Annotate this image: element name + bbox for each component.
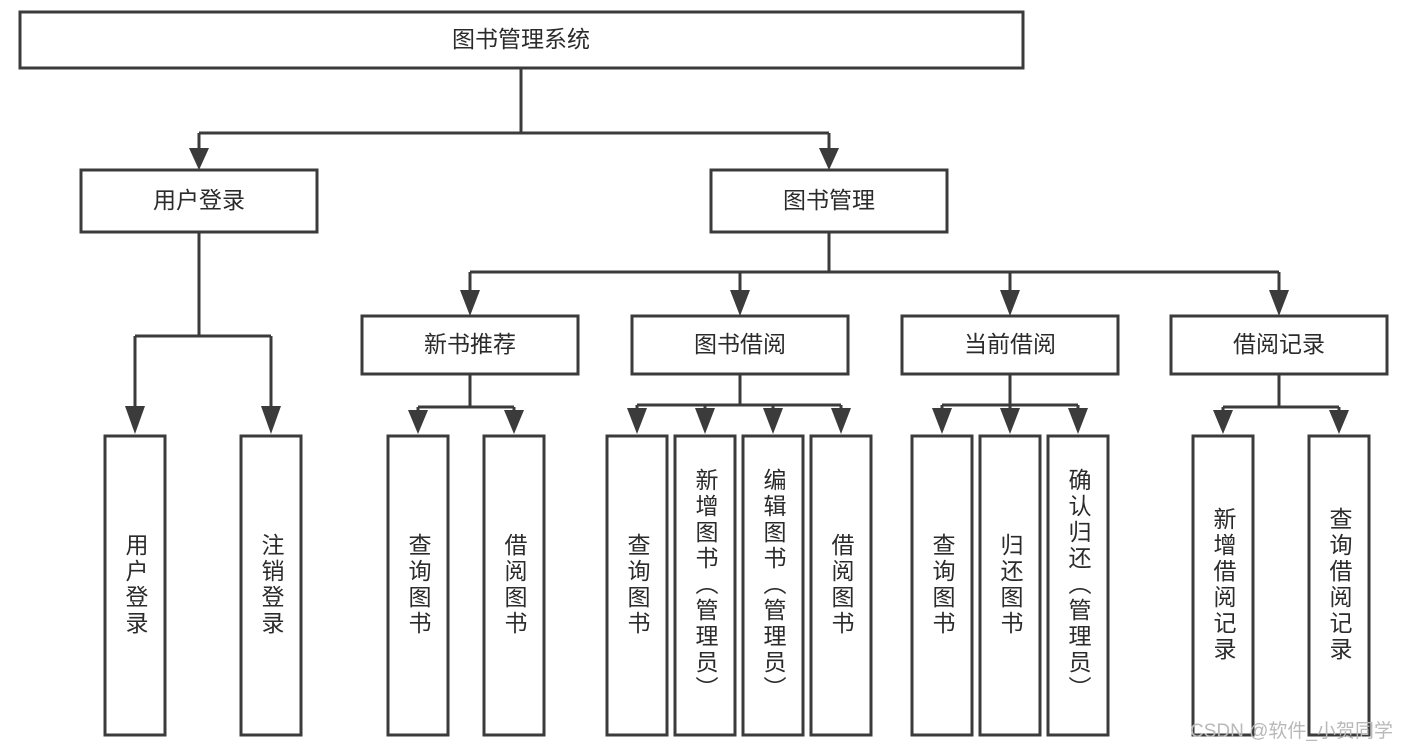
leaf-book-borrow-4-label: 借阅图书: [828, 533, 855, 637]
arrow-newbook-leaf-2: [504, 410, 524, 434]
leaf-book-borrow-2-box[interactable]: [673, 434, 737, 737]
leaf-book-borrow-3[interactable]: 编辑图书（管理员）: [741, 434, 805, 737]
leaf-borrow-record-2-label: 查询借阅记录: [1326, 507, 1353, 663]
leaf-current-borrow-3[interactable]: 确认归还（管理员）: [1046, 434, 1110, 737]
leaf-book-borrow-4[interactable]: 借阅图书: [809, 434, 873, 737]
arrow-borrowrecord-leaf-2: [1329, 410, 1349, 434]
leaf-borrow-record-1-box[interactable]: [1191, 434, 1255, 737]
leaf-current-borrow-2-label: 归还图书: [997, 533, 1024, 637]
node-user-login-box[interactable]: [79, 168, 319, 234]
node-user-login-label: 用户登录: [153, 187, 245, 213]
leaf-book-borrow-1-label: 查询图书: [624, 533, 651, 637]
node-book-borrow-label: 图书借阅: [694, 331, 786, 357]
leaf-book-borrow-2-label: 新增图书（管理员）: [692, 468, 719, 702]
leaf-current-borrow-1-label: 查询图书: [929, 533, 956, 637]
leaf-book-borrow-2[interactable]: 新增图书（管理员）: [673, 434, 737, 737]
node-new-book-recommend-box[interactable]: [360, 314, 580, 376]
arrow-bookborrow-leaf-2: [695, 408, 715, 434]
leaf-user-login-2-label: 注销登录: [258, 533, 285, 637]
leaf-user-login-1-box[interactable]: [103, 434, 167, 737]
leaf-book-borrow-1-box[interactable]: [605, 434, 669, 737]
arrow-login-leaf-2: [261, 406, 281, 434]
leaf-user-login-2-box[interactable]: [239, 434, 303, 737]
leaf-current-borrow-2[interactable]: 归还图书: [978, 434, 1042, 737]
leaf-new-book-1[interactable]: 查询图书: [386, 434, 450, 737]
arrow-bookborrow-leaf-3: [763, 408, 783, 434]
node-borrow-record-label: 借阅记录: [1233, 331, 1325, 357]
leaf-user-login-2[interactable]: 注销登录: [239, 434, 303, 737]
arrow-to-borrowrecord: [1269, 290, 1289, 316]
arrow-currentborrow-leaf-2: [1000, 408, 1020, 434]
arrow-currentborrow-leaf-1: [932, 408, 952, 434]
node-new-book-recommend[interactable]: 新书推荐: [360, 314, 580, 376]
leaf-borrow-record-2-box[interactable]: [1307, 434, 1371, 737]
leaf-book-borrow-1[interactable]: 查询图书: [605, 434, 669, 737]
leaf-user-login-1[interactable]: 用户登录: [103, 434, 167, 737]
node-current-borrow-label: 当前借阅: [964, 331, 1056, 357]
node-new-book-recommend-label: 新书推荐: [424, 331, 516, 357]
arrow-currentborrow-leaf-3: [1068, 408, 1088, 434]
node-book-borrow-box[interactable]: [630, 314, 850, 376]
leaf-current-borrow-1-box[interactable]: [910, 434, 974, 737]
connector-group: [125, 68, 1349, 434]
leaf-borrow-record-1[interactable]: 新增借阅记录: [1191, 434, 1255, 737]
leaf-user-login-1-label: 用户登录: [122, 533, 149, 637]
arrow-root-to-bookmgmt: [819, 148, 839, 170]
node-book-management[interactable]: 图书管理: [709, 168, 949, 234]
leaf-current-borrow-2-box[interactable]: [978, 434, 1042, 737]
leaf-borrow-record-1-label: 新增借阅记录: [1210, 507, 1237, 663]
arrow-to-newbook: [460, 290, 480, 316]
leaf-new-book-1-label: 查询图书: [405, 533, 432, 637]
leaf-current-borrow-3-box[interactable]: [1046, 434, 1110, 737]
node-book-management-box[interactable]: [709, 168, 949, 234]
arrow-login-leaf-1: [125, 406, 145, 434]
arrow-bookborrow-leaf-4: [831, 408, 851, 434]
leaf-book-borrow-4-box[interactable]: [809, 434, 873, 737]
node-user-login[interactable]: 用户登录: [79, 168, 319, 234]
node-book-borrow[interactable]: 图书借阅: [630, 314, 850, 376]
node-book-management-label: 图书管理: [783, 187, 875, 213]
node-current-borrow[interactable]: 当前借阅: [900, 314, 1120, 376]
leaf-current-borrow-3-label: 确认归还（管理员）: [1065, 468, 1092, 702]
leaf-new-book-2[interactable]: 借阅图书: [482, 434, 546, 737]
node-borrow-record-box[interactable]: [1169, 314, 1389, 376]
arrow-root-to-login: [189, 148, 209, 170]
leaf-new-book-1-box[interactable]: [386, 434, 450, 737]
arrow-to-bookborrow: [730, 290, 750, 316]
node-borrow-record[interactable]: 借阅记录: [1169, 314, 1389, 376]
leaf-book-borrow-3-label: 编辑图书（管理员）: [760, 468, 787, 702]
arrow-borrowrecord-leaf-1: [1213, 410, 1233, 434]
node-current-borrow-box[interactable]: [900, 314, 1120, 376]
leaf-current-borrow-1[interactable]: 查询图书: [910, 434, 974, 737]
node-root-book-management-system[interactable]: 图书管理系统: [18, 10, 1025, 70]
arrow-newbook-leaf-1: [408, 410, 428, 434]
leaf-borrow-record-2[interactable]: 查询借阅记录: [1307, 434, 1371, 737]
leaf-new-book-2-label: 借阅图书: [501, 533, 528, 637]
node-root-label: 图书管理系统: [452, 26, 590, 52]
leaf-new-book-2-box[interactable]: [482, 434, 546, 737]
leaf-book-borrow-3-box[interactable]: [741, 434, 805, 737]
arrow-bookborrow-leaf-1: [627, 408, 647, 434]
node-root-box[interactable]: [18, 10, 1025, 70]
arrow-to-currentborrow: [1000, 290, 1020, 316]
